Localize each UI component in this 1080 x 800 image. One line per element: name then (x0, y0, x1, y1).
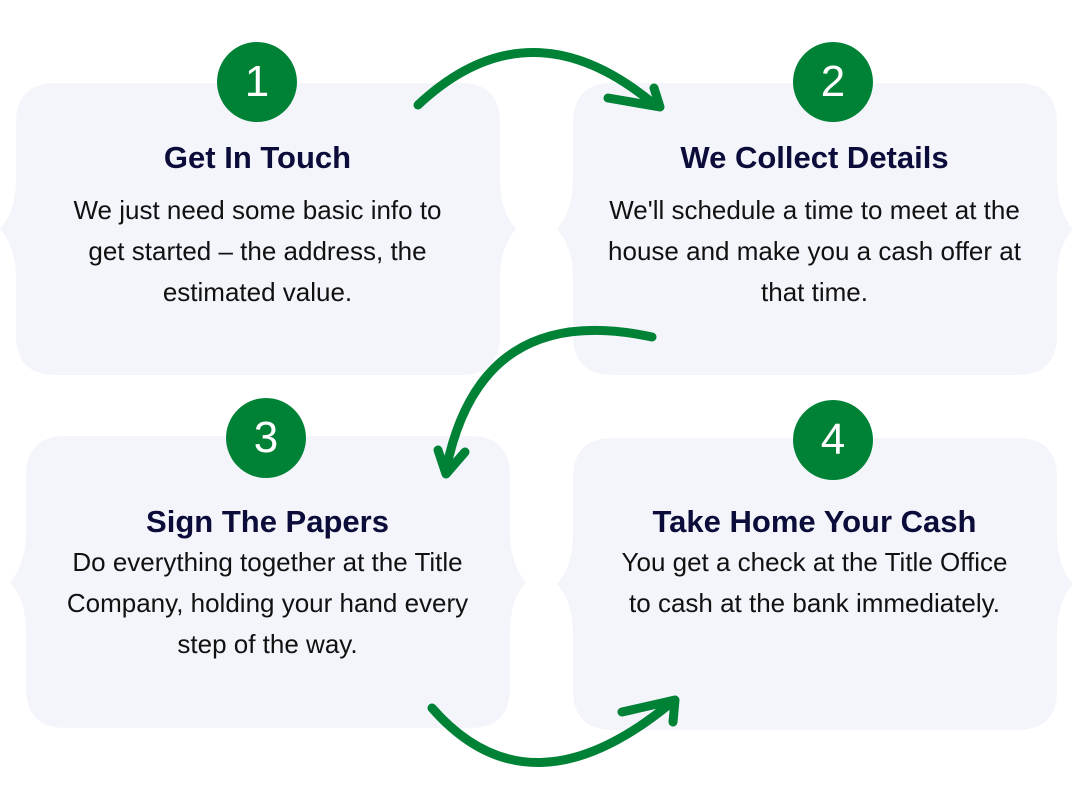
step-3-number-badge: 3 (226, 398, 306, 478)
step-4: Take Home Your Cash You get a check at t… (572, 504, 1057, 624)
step-1: Get In Touch We just need some basic inf… (15, 140, 500, 313)
step-4-card (557, 438, 1073, 730)
step-1-card (0, 83, 516, 375)
step-2: We Collect Details We'll schedule a time… (572, 140, 1057, 313)
step-2-card (557, 83, 1073, 375)
arrow-3-to-4-icon (427, 695, 680, 767)
step-2-number-badge: 2 (793, 42, 873, 122)
step-1-number-badge: 1 (217, 42, 297, 122)
step-1-title: Get In Touch (163, 140, 352, 175)
step-3-title: Sign The Papers (146, 504, 389, 539)
step-2-description: We'll schedule a time to meet at the hou… (608, 195, 1021, 307)
step-3-description: Do everything together at the Title Comp… (66, 547, 469, 659)
step-3: Sign The Papers Do everything together a… (25, 504, 510, 665)
step-4-title: Take Home Your Cash (652, 504, 977, 539)
step-4-number-badge: 4 (793, 400, 873, 480)
step-4-description: You get a check at the Title Office to c… (621, 547, 1008, 618)
arrow-1-to-2-icon (413, 48, 665, 112)
step-1-description: We just need some basic info to get star… (73, 195, 442, 307)
step-3-card (10, 436, 526, 728)
arrow-2-to-3-icon (433, 325, 657, 479)
step-2-title: We Collect Details (680, 140, 949, 175)
